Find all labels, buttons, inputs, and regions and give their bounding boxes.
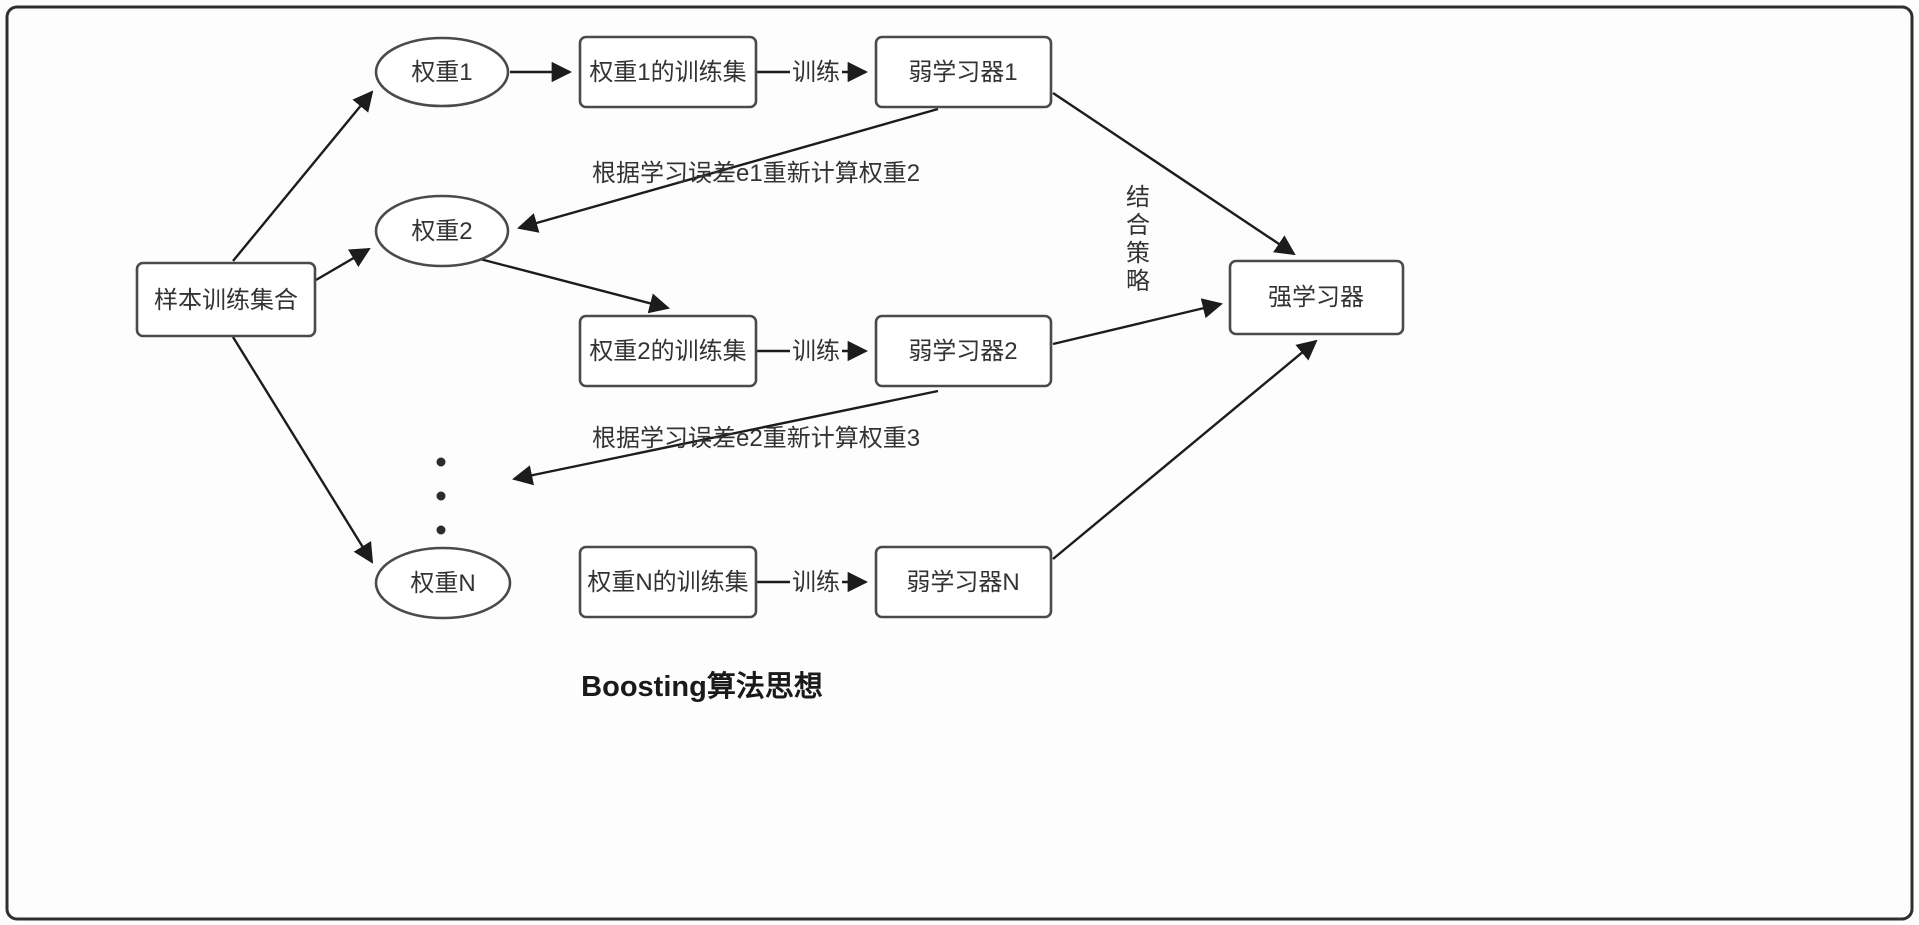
sample-set-box bbox=[135, 261, 317, 338]
train-label-N-bg bbox=[790, 567, 842, 597]
learner2-label: 弱学习器2 bbox=[908, 338, 1017, 365]
trainset2-box bbox=[578, 314, 758, 388]
train-label-1-text: 训练 bbox=[792, 59, 840, 86]
weight1-ellipse bbox=[374, 36, 510, 108]
combine-char-4: 略 bbox=[1126, 268, 1150, 295]
train-label-2-text: 训练 bbox=[792, 338, 840, 365]
train-label-1-bg bbox=[790, 57, 842, 87]
node-strong-learner: 强学习器 bbox=[1228, 259, 1405, 336]
edge-learnerN-to-strong bbox=[1052, 339, 1318, 560]
dot-3 bbox=[436, 525, 446, 535]
recalc-weight3-label: 根据学习误差e2重新计算权重3 bbox=[592, 425, 920, 452]
node-weight2: 权重2 bbox=[374, 194, 510, 268]
train-label-2: 训练 bbox=[790, 336, 842, 366]
edge-weight2-to-trainset2 bbox=[479, 257, 670, 314]
node-learnerN: 弱学习器N bbox=[874, 545, 1053, 619]
node-weightN: 权重N bbox=[374, 546, 512, 620]
ellipsis-dots bbox=[436, 457, 446, 535]
edge-sample-to-weight1 bbox=[232, 90, 374, 262]
train-label-N: 训练 bbox=[790, 567, 842, 597]
node-trainset1: 权重1的训练集 bbox=[578, 35, 758, 109]
node-trainset2: 权重2的训练集 bbox=[578, 314, 758, 388]
edge-sample-to-weightN bbox=[231, 336, 374, 564]
edge-learner1-to-strong bbox=[1052, 92, 1296, 256]
trainsetN-label: 权重N的训练集 bbox=[587, 569, 748, 596]
node-sample-set: 样本训练集合 bbox=[135, 261, 317, 338]
trainsetN-box bbox=[578, 545, 758, 619]
train-label-1: 训练 bbox=[790, 57, 842, 87]
combine-strategy-label: 结 合 策 略 bbox=[1126, 184, 1150, 295]
edge-learner2-to-ellipsis bbox=[512, 389, 939, 486]
learner1-label: 弱学习器1 bbox=[908, 59, 1017, 86]
weight1-label: 权重1 bbox=[411, 59, 472, 86]
trainset2-label: 权重2的训练集 bbox=[589, 338, 746, 365]
learnerN-label: 弱学习器N bbox=[906, 569, 1019, 596]
weightN-label: 权重N bbox=[410, 570, 475, 597]
learnerN-box bbox=[874, 545, 1053, 619]
node-learner1: 弱学习器1 bbox=[874, 35, 1053, 109]
combine-char-3: 策 bbox=[1126, 240, 1150, 267]
train-label-N-text: 训练 bbox=[792, 569, 840, 596]
edge-learner1-to-weight2 bbox=[517, 107, 939, 233]
learner1-box bbox=[874, 35, 1053, 109]
edge-learner2-to-strong bbox=[1052, 298, 1223, 346]
trainset1-box bbox=[578, 35, 758, 109]
node-weight1: 权重1 bbox=[374, 36, 510, 108]
combine-char-2: 合 bbox=[1126, 212, 1150, 239]
dot-2 bbox=[436, 491, 446, 501]
edge-sample-to-weight2 bbox=[315, 247, 371, 282]
node-learner2: 弱学习器2 bbox=[874, 314, 1053, 388]
weightN-ellipse bbox=[374, 546, 512, 620]
weight2-ellipse bbox=[374, 194, 510, 268]
weight2-label: 权重2 bbox=[411, 218, 472, 245]
sample-set-label: 样本训练集合 bbox=[154, 287, 298, 314]
dot-1 bbox=[436, 457, 446, 467]
diagram-title: Boosting算法思想 bbox=[581, 669, 823, 703]
combine-char-1: 结 bbox=[1126, 184, 1150, 211]
train-label-2-bg bbox=[790, 336, 842, 366]
outer-border bbox=[5, 5, 1914, 921]
strong-learner-box bbox=[1228, 259, 1405, 336]
recalc-weight2-label: 根据学习误差e1重新计算权重2 bbox=[592, 160, 920, 187]
trainset1-label: 权重1的训练集 bbox=[589, 59, 746, 86]
strong-learner-label: 强学习器 bbox=[1268, 284, 1364, 311]
learner2-box bbox=[874, 314, 1053, 388]
node-trainsetN: 权重N的训练集 bbox=[578, 545, 758, 619]
